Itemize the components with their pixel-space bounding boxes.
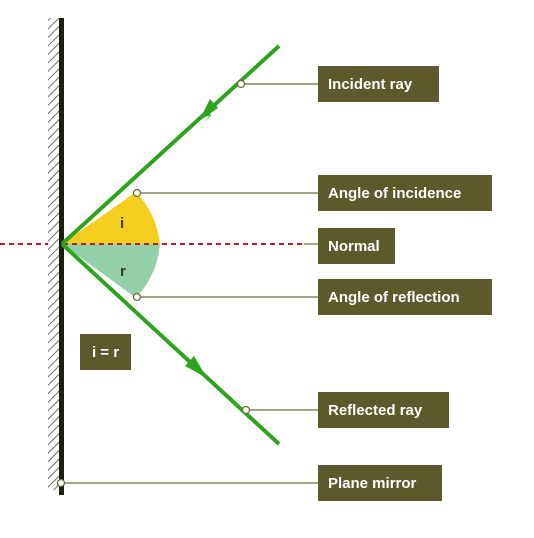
label-incident-ray-text: Incident ray	[328, 76, 413, 93]
dot-angle-of-incidence	[132, 188, 142, 198]
label-angle-of-incidence-text: Angle of incidence	[328, 185, 461, 202]
label-angle-of-reflection: Angle of reflection	[318, 279, 492, 315]
incident-ray-arrowhead	[199, 99, 218, 121]
label-plane-mirror-text: Plane mirror	[328, 475, 417, 492]
leader-lines	[61, 83, 318, 484]
incidence-angle-sector	[62, 192, 160, 244]
reflection-symbol: r	[120, 263, 126, 280]
label-angle-of-incidence: Angle of incidence	[318, 175, 492, 211]
label-reflected-ray: Reflected ray	[318, 392, 449, 428]
label-reflected-ray-text: Reflected ray	[328, 402, 423, 419]
equality-text: i = r	[92, 344, 119, 361]
dot-plane-mirror	[56, 478, 66, 488]
equality-label: i = r	[80, 334, 131, 370]
label-angle-of-reflection-text: Angle of reflection	[328, 289, 460, 306]
incidence-symbol: i	[120, 215, 124, 232]
reflection-angle-sector	[62, 244, 160, 298]
mirror-hatching	[48, 18, 60, 490]
reflected-ray-arrowhead	[185, 356, 207, 378]
label-plane-mirror: Plane mirror	[318, 465, 442, 501]
incident-ray	[60, 44, 281, 246]
plane-mirror	[59, 18, 64, 495]
dot-reflected-ray	[241, 405, 251, 415]
dot-incident-ray	[236, 79, 246, 89]
dot-angle-of-reflection	[132, 292, 142, 302]
label-normal: Normal	[318, 228, 395, 264]
label-normal-text: Normal	[328, 238, 380, 255]
label-incident-ray: Incident ray	[318, 66, 439, 102]
